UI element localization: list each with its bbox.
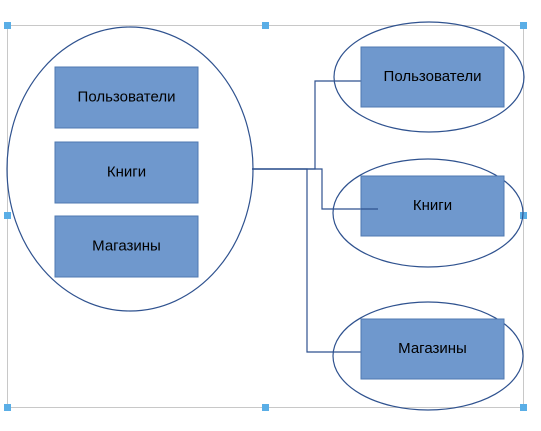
target-ellipse-users[interactable] (333, 21, 525, 133)
target-box-shops[interactable]: Магазины (360, 318, 505, 380)
resize-handle-bottom-right[interactable] (520, 404, 527, 411)
resize-handle-middle-left[interactable] (4, 212, 11, 219)
resize-handle-bottom-center[interactable] (262, 404, 269, 411)
resize-handle-top-left[interactable] (4, 22, 11, 29)
source-box-books[interactable]: Книги (54, 141, 199, 204)
connector-to-books[interactable] (252, 168, 378, 210)
resize-handle-top-center[interactable] (262, 22, 269, 29)
target-ellipse-books[interactable] (332, 158, 524, 268)
source-group-ellipse[interactable] (6, 26, 254, 312)
connector-to-shops[interactable] (252, 168, 361, 353)
target-box-shops-label: Магазины (398, 340, 467, 357)
resize-handle-bottom-left[interactable] (4, 404, 11, 411)
source-box-users[interactable]: Пользователи (54, 66, 199, 129)
target-ellipse-shops[interactable] (332, 301, 524, 411)
target-box-books-label: Книги (413, 197, 452, 214)
connectors (252, 80, 378, 353)
source-box-shops-label: Магазины (92, 237, 161, 254)
source-box-users-label: Пользователи (78, 88, 176, 105)
target-box-users[interactable]: Пользователи (360, 46, 505, 108)
target-box-users-label: Пользователи (384, 68, 482, 85)
source-box-books-label: Книги (107, 163, 146, 180)
source-box-shops[interactable]: Магазины (54, 215, 199, 278)
connector-to-users[interactable] (252, 80, 361, 170)
resize-handle-top-right[interactable] (520, 22, 527, 29)
target-box-books[interactable]: Книги (360, 175, 505, 237)
